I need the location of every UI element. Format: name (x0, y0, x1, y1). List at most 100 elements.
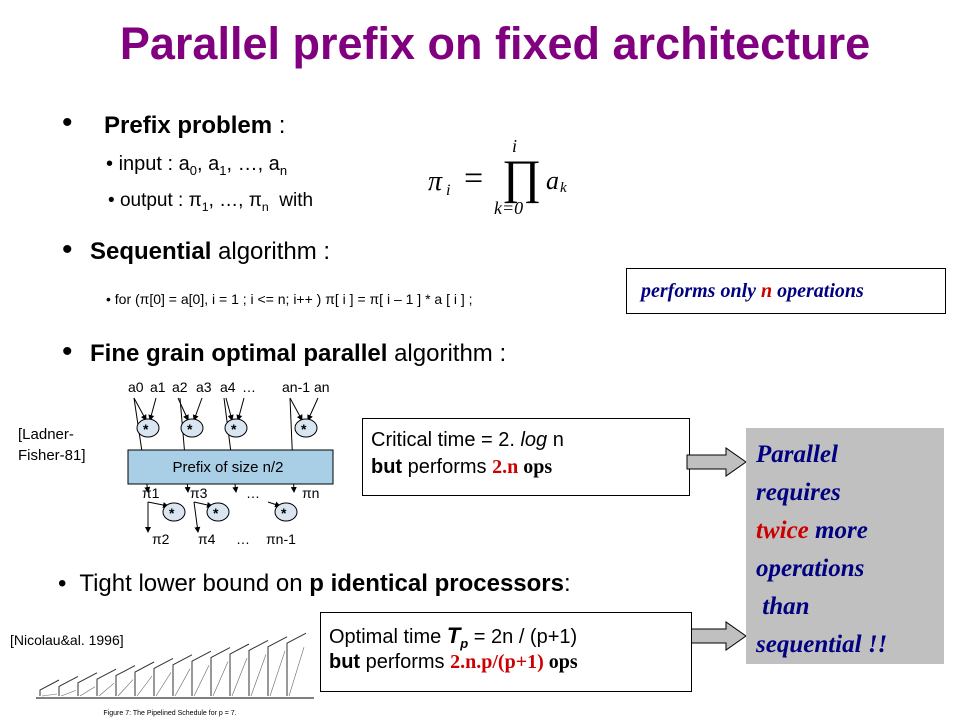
pipeline-stroke (286, 632, 307, 696)
pi-symbol-2: π (248, 190, 262, 211)
optimal-T: T (446, 623, 461, 648)
diagram-star-2: * (187, 421, 193, 437)
pipeline-diagonal (79, 686, 96, 697)
arrow-to-gray-1 (686, 447, 747, 477)
diagram-mid-pi3: π3 (190, 485, 208, 501)
diagram-star-3: * (231, 421, 237, 437)
ladner-fisher-diagram: a0 a1 a2 a3 a4 … an-1 an * * * * Prefix … (127, 379, 334, 547)
pipeline-diagonal (155, 672, 172, 697)
sequential-heading: Sequential algorithm : (90, 238, 330, 266)
critical-line2: but performs 2.n ops (371, 456, 552, 479)
pipelined-schedule-figure: Figure 7: The Pipelined Schedule for p =… (36, 632, 314, 717)
sequential-heading-bold: Sequential (90, 238, 212, 265)
diagram-bottom-pi4: π4 (198, 531, 216, 547)
diagram-star-7: * (281, 505, 287, 521)
pipeline-diagonal (250, 654, 267, 697)
pipeline-stroke (96, 668, 117, 696)
optimal-line2-but: but (329, 651, 361, 673)
input-sub-1: 1 (219, 163, 227, 178)
pipelined-figure-caption: Figure 7: The Pipelined Schedule for p =… (103, 710, 236, 717)
diagram-top-a4: a4 (220, 379, 236, 395)
fine-grain-heading-rest: algorithm : (387, 340, 507, 367)
ladner-citation-line1: [Ladner- (18, 426, 74, 443)
nicolau-citation: [Nicolau&al. 1996] (10, 632, 124, 648)
diagram-mid-pin: πn (302, 485, 319, 501)
diagram-bottom-pin-1: πn-1 (266, 531, 296, 547)
pipeline-diagonal (98, 682, 115, 697)
diagram-level1-nodes (136, 418, 318, 438)
formula-bottom: k=0 (494, 198, 524, 218)
parallel-note-line4: operations (756, 555, 865, 582)
parallel-note-text: Parallel requires twice more operations … (756, 436, 887, 664)
optimal-line1-pre: Optimal time (329, 626, 447, 648)
pipeline-stroke (134, 661, 155, 696)
diagram-level2-nodes (162, 502, 298, 522)
pi-symbol: π (188, 190, 202, 211)
parallel-note-line3: twice more (756, 512, 887, 550)
formula-rhs-sub: k (560, 180, 567, 196)
parallel-note-line5: than (756, 593, 810, 620)
critical-line1: Critical time = 2. log n (371, 429, 564, 452)
lower-bound-bold: p identical processors (309, 570, 564, 597)
pipeline-stroke (210, 647, 231, 696)
lower-bound-line: • Tight lower bound on p identical proce… (58, 570, 571, 597)
pipeline-stroke (248, 639, 269, 696)
diagram-star-1: * (143, 421, 149, 437)
input-text: input : a (118, 153, 190, 175)
pipeline-stroke (172, 654, 193, 696)
sequential-note: performs only n operations (641, 280, 864, 303)
output-sub-1: 1 (201, 199, 209, 214)
ladner-citation: [Ladner- Fisher-81] (18, 424, 86, 466)
critical-line1-log: log (520, 429, 548, 451)
pipeline-stroke (115, 665, 136, 696)
critical-line2-mid: performs (402, 456, 493, 478)
bullet-sequential: • (62, 233, 73, 266)
diagram-star-6: * (213, 505, 219, 521)
pipeline-stroke (39, 679, 60, 696)
critical-line1-post: n (547, 429, 564, 451)
prefix-heading: Prefix problem : (104, 112, 285, 140)
formula-eq: = (464, 160, 484, 197)
parallel-note-more: more (808, 517, 868, 544)
parallel-note-twice: twice (756, 517, 809, 544)
diagram-prefix-label: Prefix of size n/2 (173, 459, 284, 476)
critical-line1-pre: Critical time = 2. (371, 429, 521, 451)
optimal-line1-post: = 2n / (p+1) (468, 626, 578, 648)
pipeline-diagonal (41, 693, 58, 697)
optimal-line2-ops: ops (543, 651, 578, 673)
formula-lhs-sub: i (446, 182, 451, 199)
critical-line2-ops: ops (518, 456, 553, 478)
diagram-mid-pi1: π1 (142, 485, 160, 501)
pipeline-diagonal (174, 668, 191, 697)
sequential-note-pre: performs only (641, 280, 761, 302)
sequential-note-n: n (761, 280, 773, 302)
diagram-top-an: an (314, 379, 330, 395)
diagram-top-ellipsis: … (242, 379, 256, 395)
pipeline-diagonal (136, 675, 153, 697)
formula-prod: ∏ (502, 151, 542, 204)
diagram-top-a3: a3 (196, 379, 212, 395)
parallel-note-line6: sequential !! (756, 631, 888, 658)
diagram-top-a0: a0 (128, 379, 144, 395)
optimal-line2-mid: performs (360, 651, 451, 673)
arrow-to-gray-2 (686, 621, 747, 651)
diagram-star-5: * (169, 505, 175, 521)
pipeline-diagonal (117, 679, 134, 697)
critical-line2-ops-value: 2.n (492, 456, 519, 478)
prefix-heading-bold: Prefix problem (104, 112, 273, 139)
diagram-bottom-arrows (145, 501, 281, 533)
diagram-bottom-pi2: π2 (152, 531, 170, 547)
pipeline-diagonal (269, 650, 286, 697)
page-title: Parallel prefix on fixed architecture (119, 18, 871, 69)
diagram-top-a1: a1 (150, 379, 166, 395)
sequential-code-text: for (π[0] = a[0], i = 1 ; i <= n; i++ ) … (114, 291, 473, 307)
optimal-line1: Optimal time Tp = 2n / (p+1) (329, 623, 577, 651)
sequential-heading-rest: algorithm : (211, 238, 331, 265)
pipeline-stroke (229, 643, 250, 696)
diagram-bottom-ellipsis: … (236, 531, 250, 547)
diagram-top-a2: a2 (172, 379, 188, 395)
prefix-formula: π i = ∏ i k=0 a k (428, 136, 608, 220)
sequential-note-box: performs only n operations (626, 268, 946, 314)
ladner-citation-line2: Fisher-81] (18, 447, 86, 464)
optimal-line2: but performs 2.n.p/(p+1) ops (329, 651, 578, 674)
